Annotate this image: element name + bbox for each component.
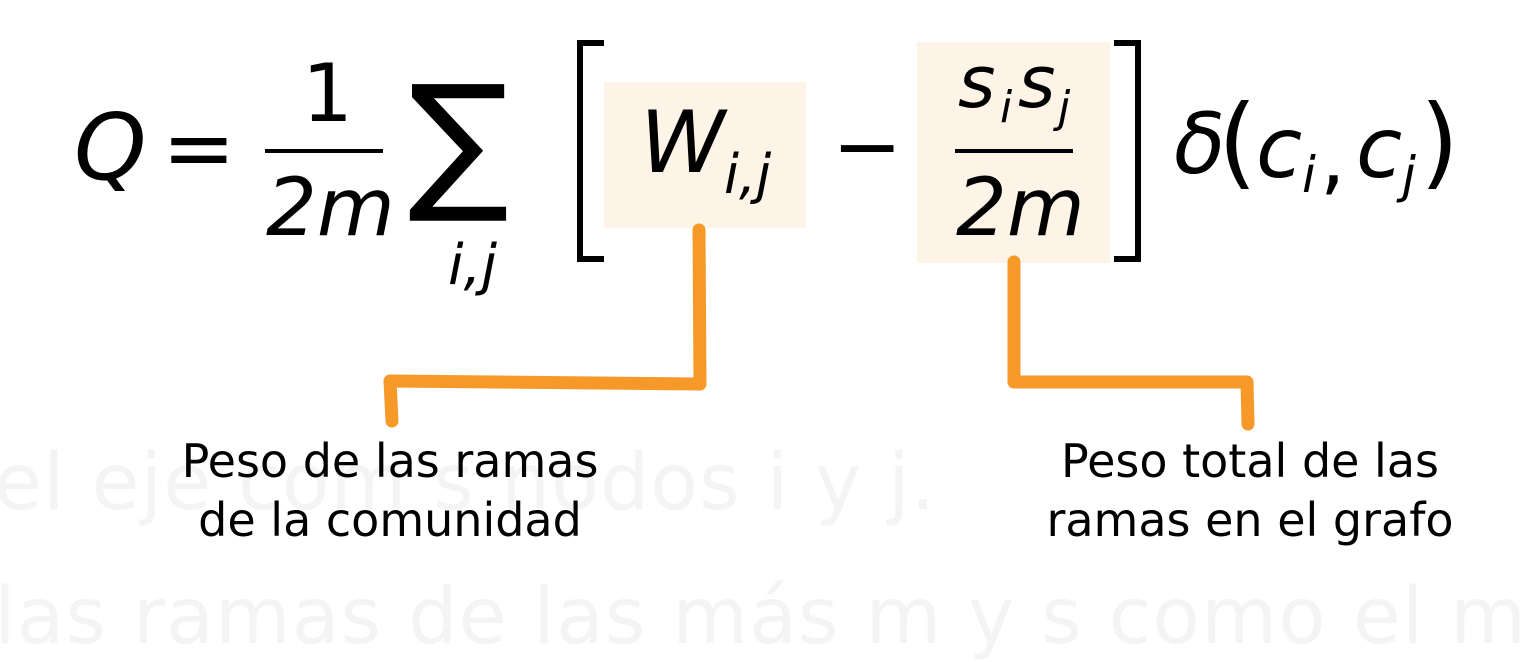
strength-i-symbol: s [958,40,996,124]
annotation-right: Peso total de las ramas en el grafo [1010,432,1490,550]
delta-symbol: δ [1174,95,1226,193]
highlight-box-weight [604,82,806,228]
community-i-subscript: i [1302,146,1316,204]
connector-left [383,223,1255,431]
fraction-numerator-one: 1 [302,47,353,140]
annotation-left: Peso de las ramas de la comunidad [150,432,630,550]
annotation-left-line-2: de la comunidad [198,492,582,547]
comma: , [1320,111,1346,204]
annotation-left-line-1: Peso de las ramas [181,434,599,488]
fraction-bar-left [265,149,383,153]
modularity-diagram: el eje com s nodos i y j. las ramas de l… [0,40,1528,662]
strength-j-symbol: s [1018,40,1056,124]
left-paren: ( [1218,83,1258,200]
minus-sign: − [832,97,903,195]
symbol-q: Q [74,94,147,201]
fraction-bar-right [955,149,1073,153]
strength-j-subscript: j [1058,82,1071,133]
community-j-subscript: j [1402,146,1416,204]
fraction-denominator-right: 2m [956,161,1085,254]
summation-sign: ∑ [408,54,510,228]
summation-index: i,j [448,233,497,298]
background-text-line-1: el eje com s nodos i y j. [0,438,937,528]
weight-subscript: i,j [724,143,772,206]
strength-i-subscript: i [1000,82,1013,133]
fraction-denominator-left: 2m [266,161,395,254]
community-j-symbol: c [1356,99,1403,197]
left-bracket [577,40,604,262]
right-bracket [1114,40,1141,262]
weight-symbol: W [640,93,726,193]
annotation-right-line-1: Peso total de las [1061,434,1439,488]
symbol-equals: = [162,96,236,199]
annotation-right-line-2: ramas en el grafo [1046,492,1454,547]
community-i-symbol: c [1256,99,1303,197]
right-paren: ) [1420,83,1460,200]
